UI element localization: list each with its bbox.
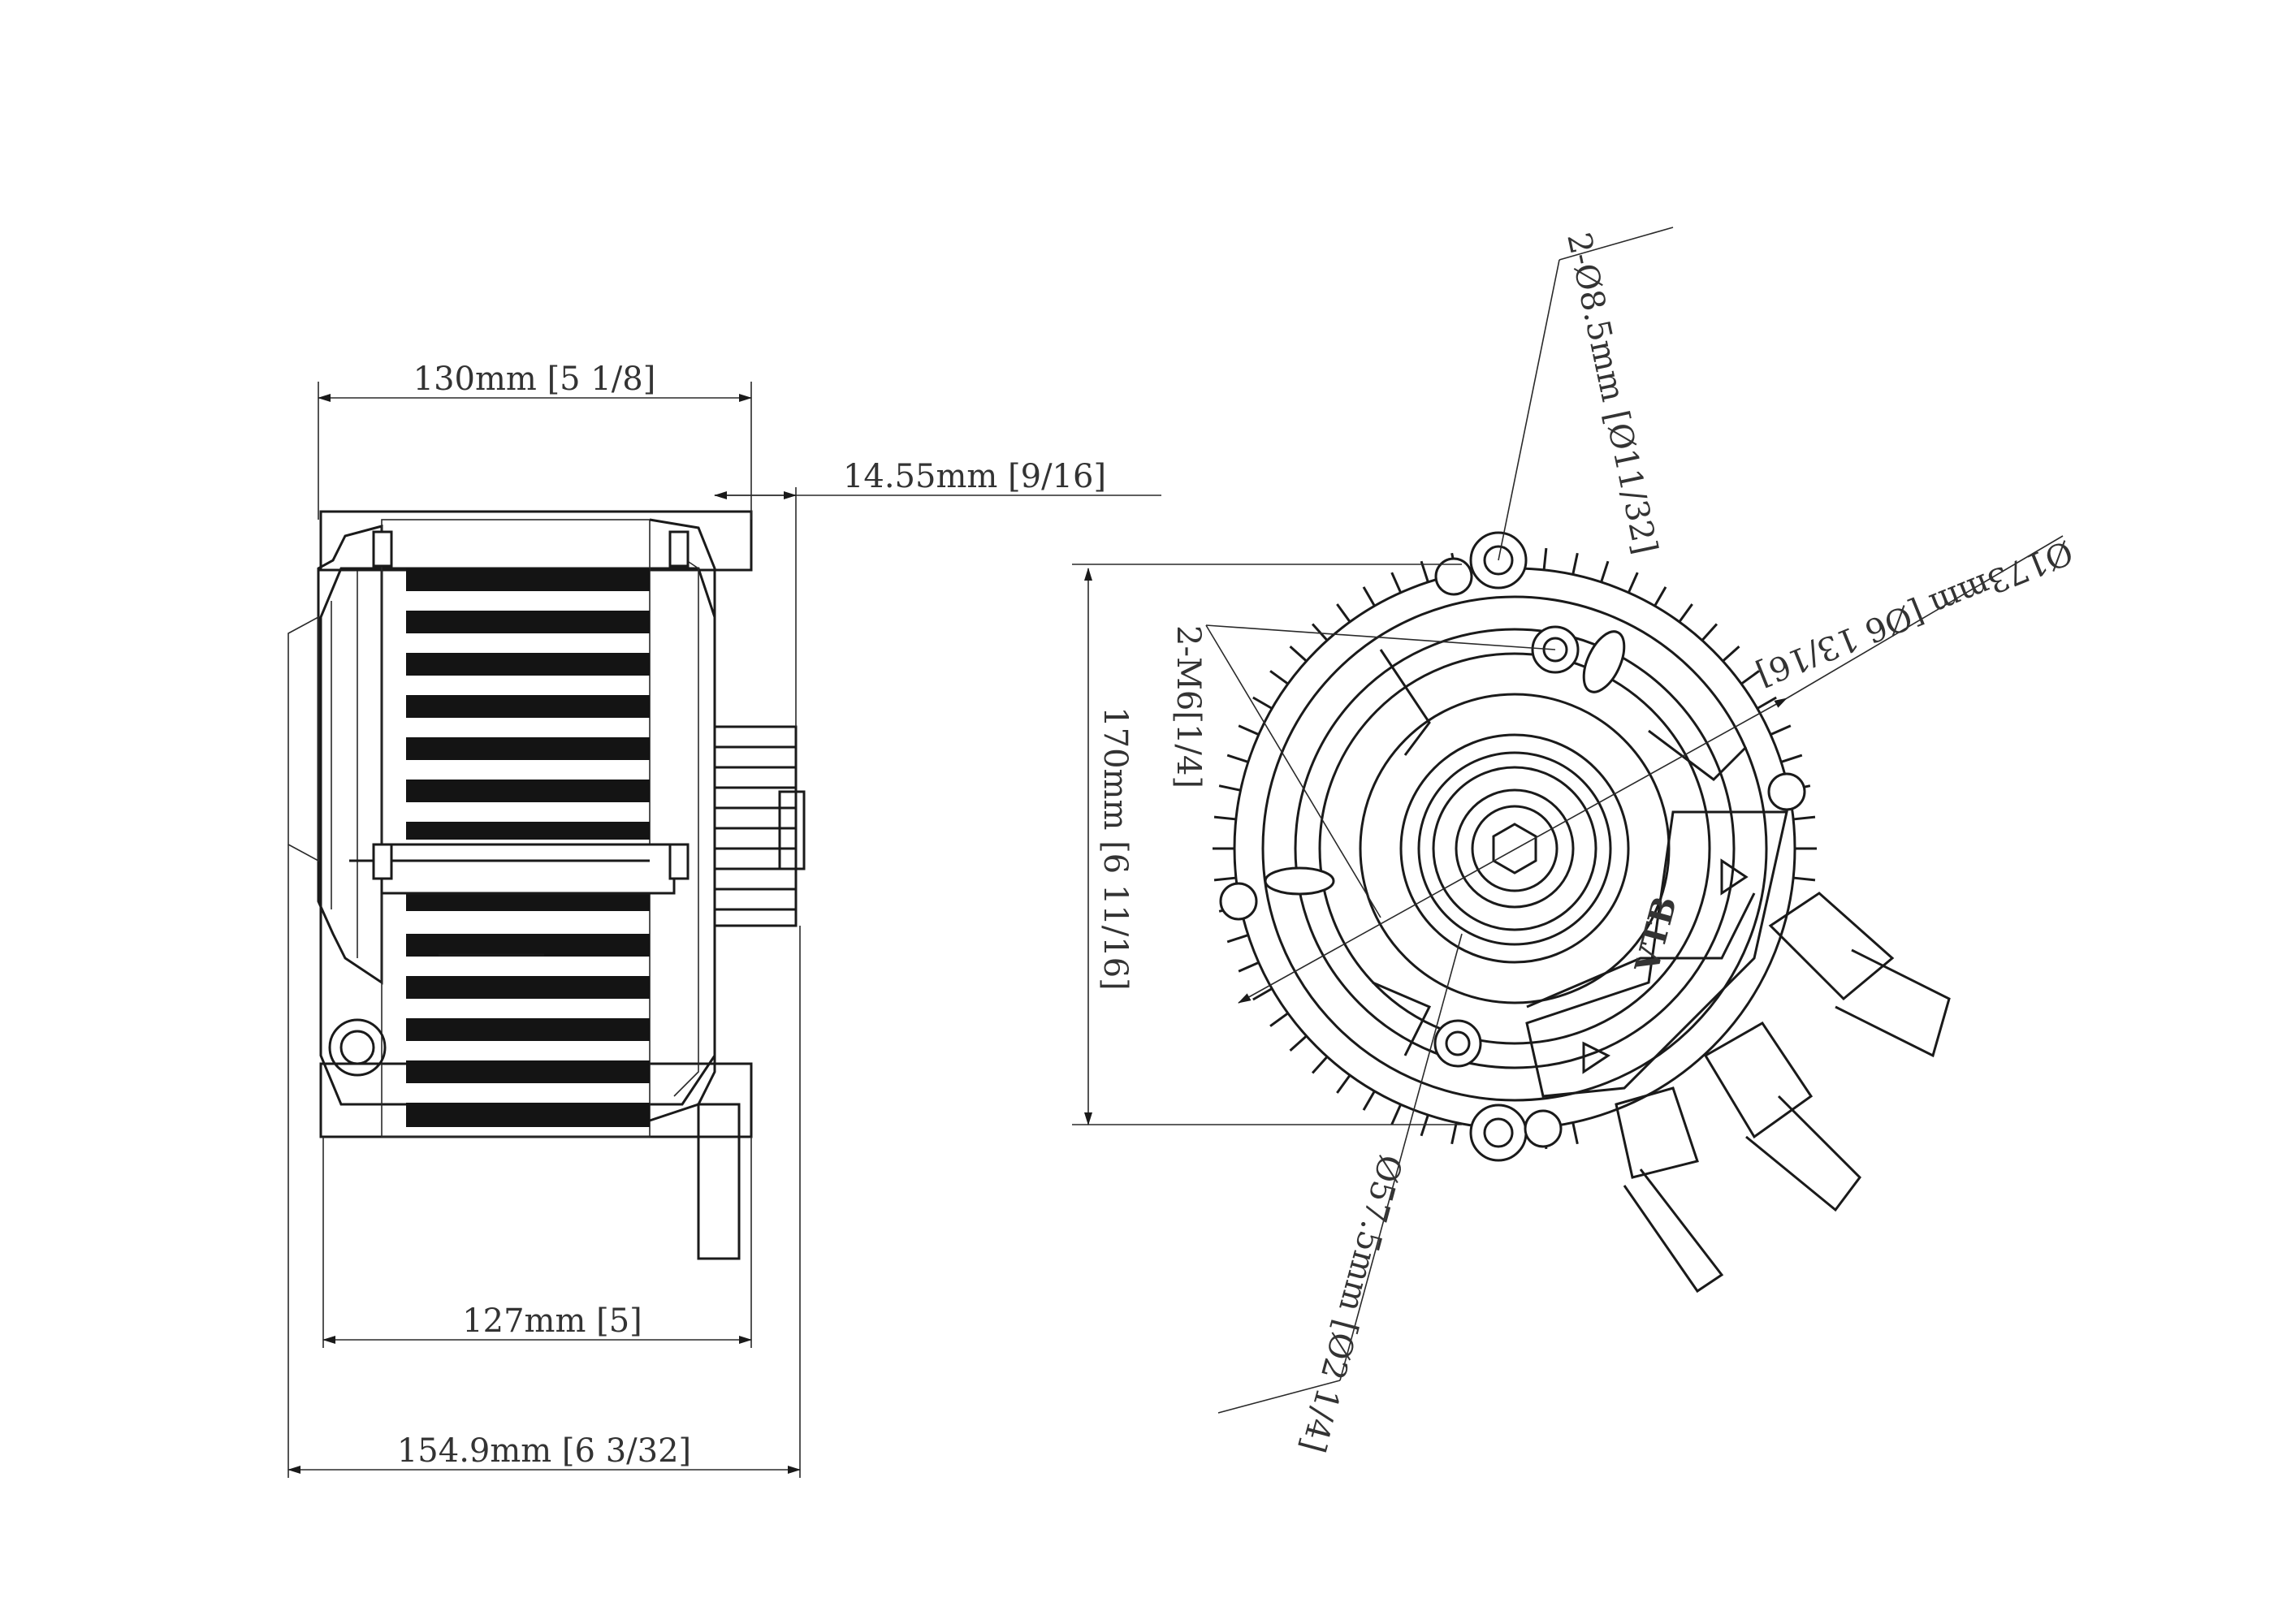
fin-line <box>1701 623 1718 641</box>
front-view: VTB 170mm [6 11/16] 2-Ø8.5mm [Ø11/32] 2-… <box>1072 227 2077 1456</box>
cooling-fins <box>406 568 650 1127</box>
fin-line <box>1740 670 1760 685</box>
fin-line <box>1269 670 1289 685</box>
fin-line <box>1450 1122 1458 1145</box>
fin-line <box>1780 754 1803 763</box>
fin-line <box>1269 1012 1289 1027</box>
fin-line <box>1792 876 1816 882</box>
dim-overall-width: 154.9mm [6 3/32] <box>397 1432 691 1470</box>
fin-line <box>1770 724 1792 736</box>
stator-housing <box>319 567 716 1106</box>
fin-line <box>1226 754 1249 763</box>
fin-line <box>1336 603 1351 623</box>
dim-holes: 2-Ø8.5mm [Ø11/32] <box>1559 230 1664 558</box>
dim-body-width: 127mm [5] <box>462 1302 642 1340</box>
output-sprocket <box>713 725 798 927</box>
fin-line <box>1600 560 1610 583</box>
cable-glands <box>1615 892 1951 1294</box>
fin-line <box>1571 1122 1579 1145</box>
fin-line <box>1390 1104 1403 1125</box>
fin-line <box>1218 784 1241 792</box>
left-end-cap <box>317 525 383 985</box>
fin-line <box>1213 815 1237 821</box>
fin-line <box>1542 547 1548 571</box>
fin-line <box>1654 586 1667 607</box>
fin-line <box>1420 1114 1429 1137</box>
finned-ring <box>1213 546 1817 1151</box>
hub-sprocket <box>1399 733 1630 964</box>
dim-height: 170mm [6 11/16] <box>1096 706 1134 991</box>
mount-lugs <box>1219 531 1806 1162</box>
fin-line <box>1390 572 1403 594</box>
fin-line <box>1678 603 1693 623</box>
dim-threads: 2-M6[1/4] <box>1169 625 1207 788</box>
fin-line <box>1362 1091 1376 1111</box>
dim-hub-diameter: Ø57.5mm [Ø2 1/4] <box>1294 1151 1409 1456</box>
fin-line <box>1213 876 1237 882</box>
side-view: 130mm [5 1/8] 14.55mm [9/16] 127mm [5] 1… <box>287 361 1161 1478</box>
fin-line <box>1757 696 1777 710</box>
hex-shaft <box>1492 823 1537 875</box>
fin-line <box>1238 724 1260 736</box>
fin-line <box>1252 696 1273 710</box>
fin-line <box>1226 934 1249 944</box>
fin-line <box>1792 815 1816 821</box>
fin-line <box>1238 961 1260 973</box>
fin-line <box>1336 1074 1351 1094</box>
fin-line <box>1311 1056 1329 1074</box>
fin-line <box>1722 645 1740 663</box>
fin-line <box>1571 552 1579 575</box>
side-bolt <box>328 1018 387 1077</box>
mount-stub <box>697 1103 741 1260</box>
dim-bolt-circle: Ø173mm [Ø6 13/16] <box>1751 533 2077 693</box>
fin-line <box>1311 623 1329 641</box>
fin-line <box>1252 987 1273 1001</box>
fin-line <box>1289 1034 1308 1052</box>
fin-line <box>1362 586 1376 607</box>
logo-text: VTB <box>1628 892 1684 978</box>
fin-line <box>1627 572 1639 594</box>
dim-top-width: 130mm [5 1/8] <box>413 361 656 398</box>
right-end-cap <box>649 518 716 1122</box>
fin-line <box>1289 645 1308 663</box>
dim-shaft-offset: 14.55mm [9/16] <box>843 458 1106 495</box>
